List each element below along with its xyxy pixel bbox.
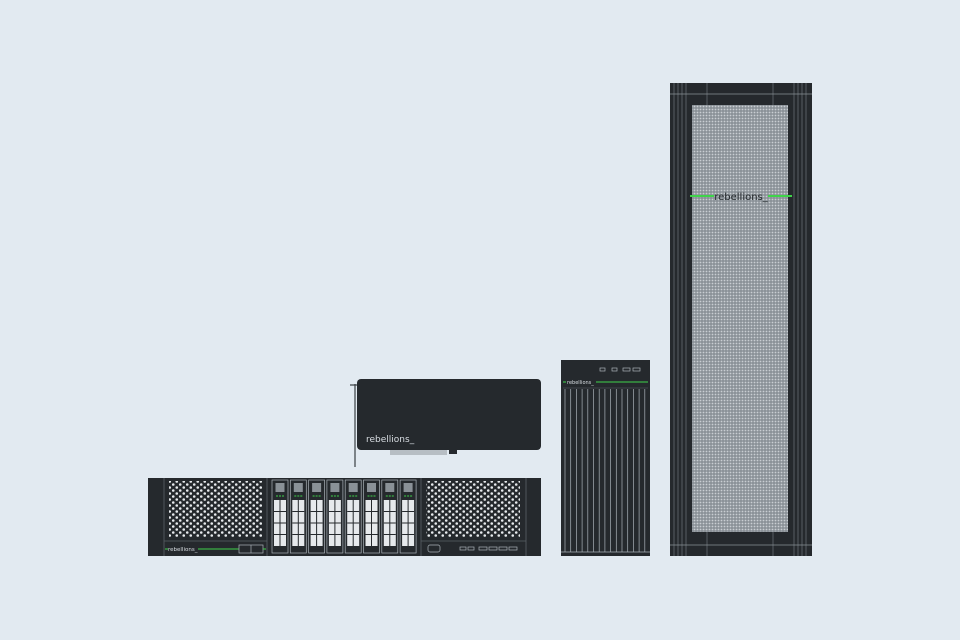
drive-bay (271, 479, 289, 554)
drive-latch (293, 483, 303, 492)
pcie-gold-fingers (390, 450, 447, 455)
drive-bay (308, 479, 325, 554)
drive-bay (289, 479, 307, 554)
tower-brand-label: rebellions_ (567, 380, 594, 386)
drive-bay (399, 479, 417, 554)
left-fan-grille (169, 481, 262, 537)
drive-bay (381, 479, 399, 554)
drive-bays (271, 479, 417, 554)
rack-brand-label: rebellions_ (714, 192, 769, 203)
drive-latch (385, 483, 395, 492)
tower-ports (599, 367, 641, 372)
drive-latch (367, 483, 376, 492)
drive-latch (275, 483, 285, 492)
rack-door-mesh (692, 105, 788, 532)
drive-latch (312, 483, 322, 492)
drive-bay (326, 479, 344, 554)
drive-latch (348, 483, 358, 492)
drive-latch (403, 483, 413, 492)
vga-port (427, 544, 441, 553)
tower-server: rebellions_ (561, 360, 650, 556)
card-brand-label: rebellions_ (366, 435, 415, 445)
pcie-accelerator-card: rebellions_ (350, 379, 541, 467)
usb-ports (459, 546, 518, 551)
rack-server-2u: rebellions_ (148, 478, 541, 556)
card-body (357, 379, 541, 450)
drive-bay (344, 479, 362, 554)
tower-vent-slats (561, 389, 650, 553)
drive-latch (330, 483, 340, 492)
rack-cabinet: rebellions_ (670, 83, 812, 556)
drive-bay (363, 479, 380, 554)
right-fan-grille (426, 481, 520, 537)
server-brand-label: rebellions_ (168, 547, 198, 553)
